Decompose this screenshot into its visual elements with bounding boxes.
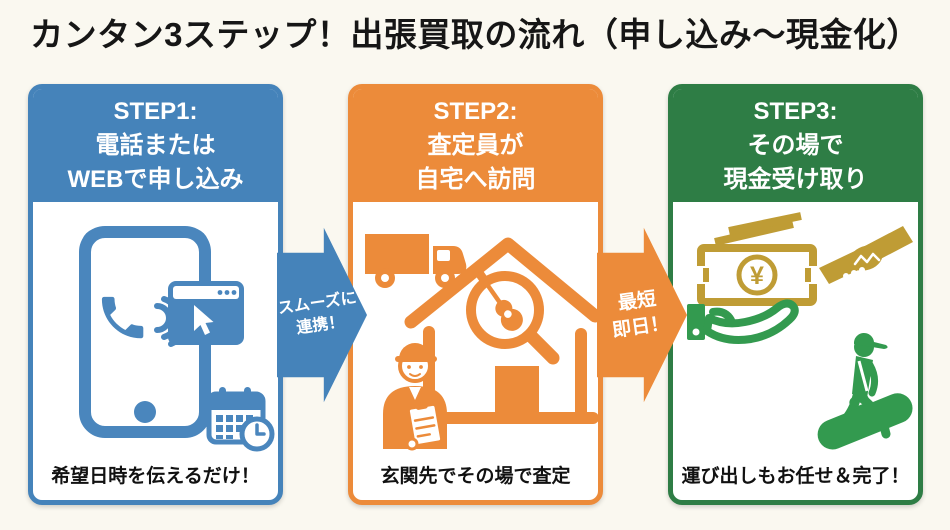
handshake-icon [819, 226, 913, 284]
cash-icon: ¥ [695, 212, 819, 306]
magnifier-guitar-icon [466, 270, 560, 365]
carry-out-guitar-icon [817, 332, 913, 450]
arrow2-label: 最短 即日！ [597, 283, 684, 346]
step3-panel: STEP3: その場で 現金受け取り ¥ [668, 84, 923, 505]
step1-title-line1: STEP1: [113, 97, 198, 125]
truck-icon [365, 234, 467, 288]
step3-title-line1: STEP3: [753, 97, 838, 125]
step1-illustration [79, 226, 275, 452]
step2-title-line2: 査定員が [427, 131, 524, 159]
step1-title-line2: 電話または [95, 131, 216, 159]
calendar-clock-icon [206, 387, 275, 452]
step3-title-line3: 現金受け取り [723, 165, 868, 193]
step2-panel: STEP2: 査定員が 自宅へ訪問 [348, 84, 603, 505]
step3-header: STEP3: その場で 現金受け取り [673, 89, 918, 202]
browser-cursor-icon [168, 281, 244, 345]
step3-illustration: ¥ [687, 212, 913, 450]
step1-title-line3: WEBで申し込み [67, 165, 244, 193]
step3-title-line2: その場で [747, 131, 844, 159]
yen-symbol: ¥ [750, 262, 764, 290]
step2-title-line3: 自宅へ訪問 [415, 165, 536, 193]
step2-caption: 玄関先でその場で査定 [380, 466, 571, 487]
step2-title-line1: STEP2: [433, 97, 518, 125]
open-hand-icon [687, 299, 799, 344]
step2-illustration [365, 234, 598, 451]
page-title: カンタン3ステップ！出張買取の流れ（申し込み〜現金化） [30, 16, 920, 53]
step3-caption: 運び出しもお任せ＆完了！ [681, 466, 910, 487]
step2-header: STEP2: 査定員が 自宅へ訪問 [353, 89, 598, 202]
arrow1-label: スムーズに 連携！ [277, 287, 364, 342]
step1-panel: STEP1: 電話または WEBで申し込み [28, 84, 283, 505]
appraiser-icon [383, 343, 447, 451]
step1-caption: 希望日時を伝えるだけ！ [51, 466, 260, 487]
step1-header: STEP1: 電話または WEBで申し込み [33, 89, 278, 202]
